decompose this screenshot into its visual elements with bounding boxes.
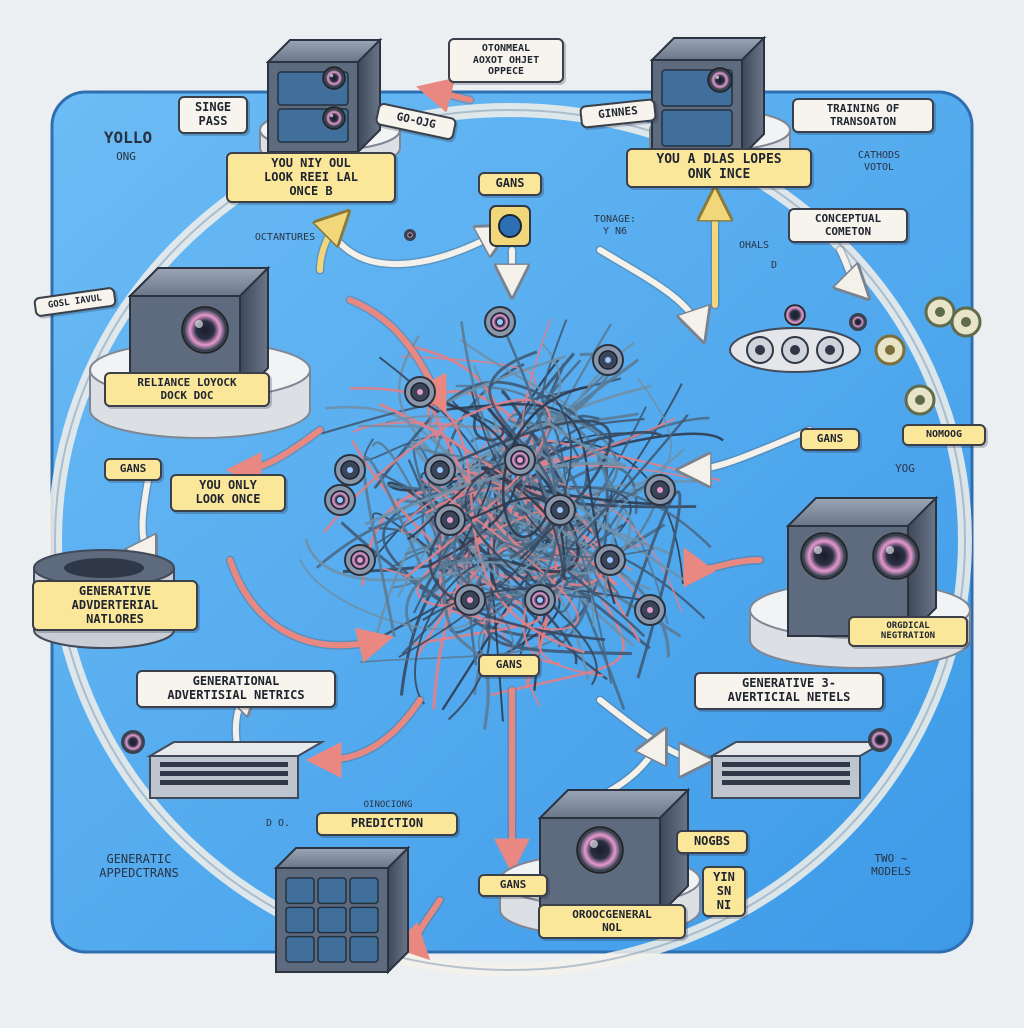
wire (464, 455, 598, 686)
flow-arrow (416, 77, 473, 113)
wire (444, 403, 616, 605)
device-group (33, 35, 982, 975)
text-ohals: OHALS (738, 240, 770, 251)
wire (562, 414, 689, 638)
tangle-node (544, 494, 576, 526)
tangle-node (644, 474, 676, 506)
label-predicting: PREDICTION (316, 812, 458, 836)
flow-arrow (227, 557, 394, 663)
wire (357, 338, 578, 428)
label-ynsn: YIN SN NI (702, 866, 746, 918)
label-nomoog: NOMOOG (902, 424, 986, 446)
tangle-node (634, 594, 666, 626)
node-group (324, 306, 676, 626)
tangle-node (434, 504, 466, 536)
label-gans-left: GANS (104, 458, 162, 481)
wire (501, 385, 588, 539)
wire (532, 439, 598, 536)
tangle-node (504, 444, 536, 476)
label-conceptual: CONCEPTUAL COMETON (788, 208, 908, 244)
switch-left (146, 741, 326, 799)
flow-arrow (597, 247, 700, 330)
wire (410, 440, 589, 548)
tangle-node (484, 306, 516, 338)
label-generational: GENERATIONAL ADVERTISIAL NETRICS (136, 670, 336, 708)
switch-right (708, 741, 888, 799)
flow-arrow (392, 897, 443, 961)
tangle-node (404, 376, 436, 408)
flow-arrow (840, 247, 860, 290)
tangle-node (324, 484, 356, 516)
wire (467, 342, 561, 467)
label-single-pass: SINGE PASS (178, 96, 248, 134)
tangle-node (334, 454, 366, 486)
flow-arrow (690, 427, 813, 470)
label-gans-hub: GANS (478, 172, 542, 196)
tangle-node (524, 584, 556, 616)
tangle-node (594, 544, 626, 576)
label-generative-left: GENERATIVE ADVDERTERIAL NATLORES (32, 580, 198, 632)
label-gans-center: GANS (478, 654, 540, 677)
label-oroocgeneral: OROOCGENERAL NOL (538, 904, 686, 940)
label-generative-right: GENERATIVE 3- AVERTICIAL NETELS (694, 672, 884, 710)
wire (560, 511, 632, 597)
label-reliance: RELIANCE LOYOCK DOCK DOC (104, 372, 270, 408)
text-ong: ONG (116, 150, 136, 163)
label-you-only-look-mid: YOU ONLY LOOK ONCE (170, 474, 286, 512)
device-bottom (537, 787, 691, 917)
text-octantures: OCTANTURES (254, 232, 316, 243)
text-generatic: GENERATIC APPEDCTRANS (99, 852, 179, 881)
wire (447, 496, 566, 580)
text-doh: D O. (265, 818, 291, 829)
wire (371, 441, 467, 583)
flow-arrow (683, 547, 763, 588)
wire (480, 466, 653, 532)
label-top-center: OTONMEAL AOXOT OHJET OPPECE (448, 38, 564, 83)
label-nogbs: NOGBS (676, 830, 748, 854)
label-right-pedestal: ORGDICAL NEGTRATION (848, 616, 968, 647)
device-top-left (265, 37, 383, 155)
flow-arrow (305, 697, 423, 778)
wire (488, 350, 557, 560)
label-you-a-dlas: YOU A DLAS LOPES ONK INCE (626, 148, 812, 188)
tangle-node (424, 454, 456, 486)
gear-cluster-right (729, 296, 982, 416)
text-yog: YOG (895, 462, 915, 475)
text-tonage: TONAGE: Y N6 (593, 214, 637, 237)
tangle-node (454, 584, 486, 616)
device-right (785, 495, 939, 639)
text-yollo: YOLLO (103, 128, 153, 147)
label-you-only-look-top: YOU NIY OUL LOOK REEI LAL ONCE B (226, 152, 396, 204)
wire (364, 419, 627, 526)
tangle-node (592, 344, 624, 376)
flow-arrow (320, 220, 340, 273)
text-d-mark: D (770, 260, 778, 271)
text-cathoder: CATHODS VOTOL (857, 150, 901, 173)
device-top-right (649, 35, 767, 159)
wire (298, 527, 476, 631)
text-oinocinong: OINOCIONG (363, 800, 413, 810)
flow-arrow (225, 427, 323, 488)
wire-tangle (298, 306, 724, 730)
label-gans-bottom: GANS (478, 874, 548, 897)
wire (397, 334, 590, 680)
tangle-node (344, 544, 376, 576)
wire (404, 323, 612, 556)
label-gans-right: GANS (800, 428, 860, 451)
wire (407, 471, 493, 551)
text-two-models: TWO ~ MODELS (871, 852, 911, 879)
hub-camera (489, 205, 531, 247)
device-server-bottom-left (273, 845, 411, 975)
label-training: TRAINING OF TRANSOATON (792, 98, 934, 134)
